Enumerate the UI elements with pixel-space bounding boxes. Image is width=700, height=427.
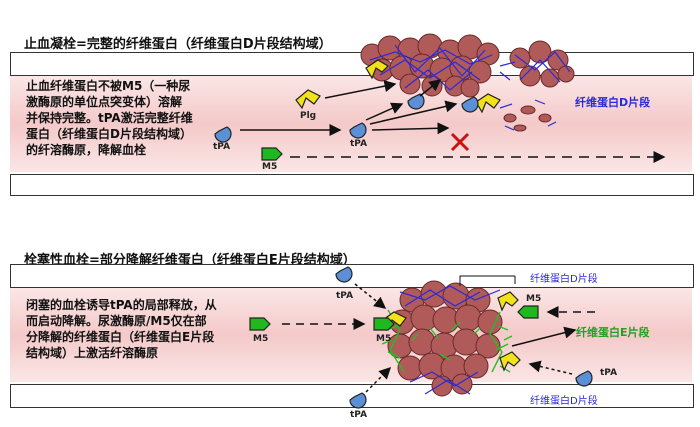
plg-molecule-icon [365,59,389,80]
m5-molecule-icon [249,317,271,331]
blocked-cross-icon [450,132,470,152]
fibrin-d-fragment-label: 纤维蛋白D片段 [575,96,651,109]
tpa-label-bottom: tPA [350,410,368,420]
clot-intact [360,33,575,132]
fibrin-d-fragment-label-bottom: 纤维蛋白D片段 [530,396,598,407]
panel1-description: 止血纤维蛋白不被M5（一种尿 激酶原的单位点突变体）溶解 并保持完整。tPA激活… [26,79,193,157]
tpa-molecule-icon [214,126,232,143]
m5-label: M5 [262,162,278,172]
tpa-label-top: tPA [336,291,354,301]
vessel-wall-top-1 [10,52,694,76]
m5-molecule-icon [261,147,283,161]
vessel-lumen-1 [10,76,692,172]
tpa-molecule-icon [461,96,479,113]
plg-label: Plg [300,111,317,121]
tpa-molecule-icon [349,122,367,139]
plg-molecule-icon [295,89,321,110]
m5-molecule-icon [517,305,539,319]
m5-label-left: M5 [253,334,269,344]
tpa-molecule-icon [575,370,593,387]
tpa-molecule-icon [335,266,353,283]
tpa-label: tPA [350,139,368,149]
tpa-molecule-icon [349,392,367,409]
panel1-title: 止血凝栓=完整的纤维蛋白（纤维蛋白D片段结构域） [24,37,332,52]
fragment-bracket [459,275,516,286]
panel2-description: 闭塞的血栓诱导tPA的局部释放，从 而启动降解。尿激酶原/M5仅在部 分降解的纤… [26,298,217,360]
fibrin-e-fragment-label: 纤维蛋白E片段 [576,326,650,339]
vessel-wall-bottom-1 [10,174,694,196]
vessel-lumen-2 [10,288,692,382]
clot-partially-degraded [381,280,513,397]
m5-label-right: M5 [526,294,542,304]
fibrin-d-fragment-label-top: 纤维蛋白D片段 [530,274,598,285]
tpa-label-right: tPA [600,368,618,378]
m5-label-center: M5 [376,334,392,344]
plg-molecule-icon [499,351,521,372]
tpa-label-left: tPA [213,142,231,152]
m5-molecule-icon [373,317,395,331]
plg-molecule-icon [497,291,519,312]
plg-molecule-icon [475,93,501,114]
tpa-molecule-icon [407,93,425,110]
